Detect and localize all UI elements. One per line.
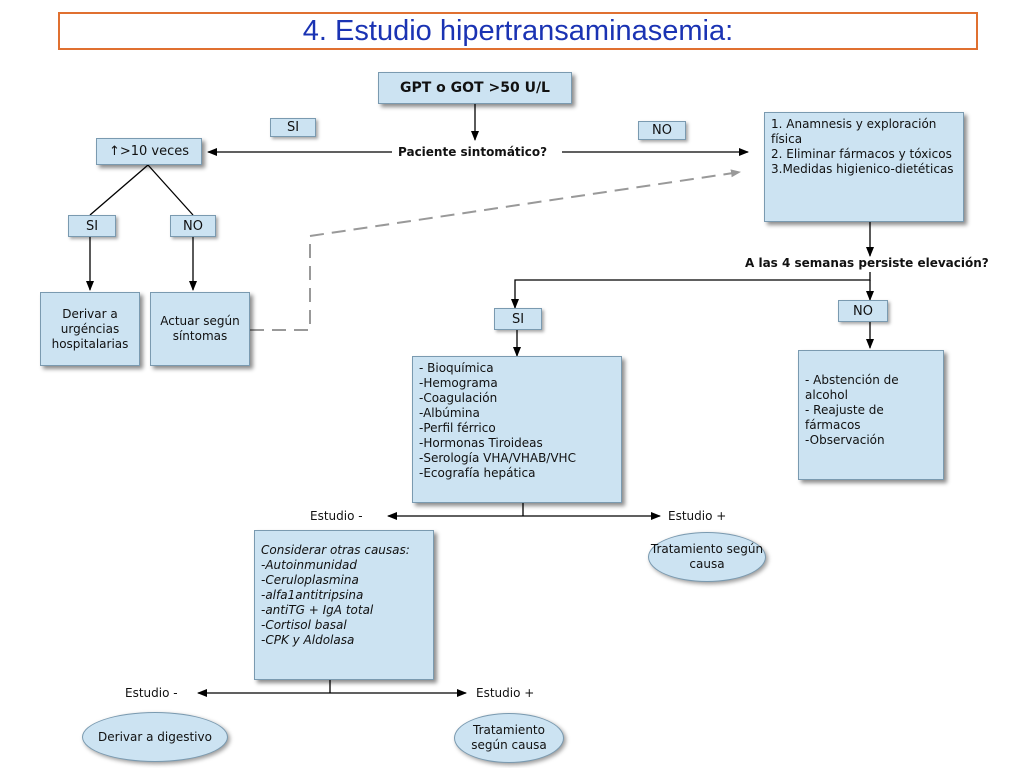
edge-label-si-top: SI xyxy=(270,118,316,137)
edge-label-si-left: SI xyxy=(68,215,116,237)
abstention-box: - Abstención de alcohol - Reajuste de fá… xyxy=(798,350,944,480)
edge-question4-to-si xyxy=(511,272,871,309)
edge-label-no-left: NO xyxy=(170,215,216,237)
edge-dashed-actuar-to-no-box xyxy=(250,169,741,331)
estudio-pos-2: Estudio + xyxy=(476,686,535,700)
other-causes-box: Considerar otras causas: -Autoinmunidad … xyxy=(254,530,434,680)
derivar-digestivo-ellipse: Derivar a digestivo xyxy=(82,712,228,762)
question-4-weeks: A las 4 semanas persiste elevación? xyxy=(745,256,989,270)
edge-label-no-top: NO xyxy=(638,121,686,140)
page-title: 4. Estudio hipertransaminasemia: xyxy=(302,14,734,47)
derivar-urgencias-node: Derivar a urgéncias hospitalarias xyxy=(40,292,140,366)
times10-node: ↑>10 veces xyxy=(96,138,202,165)
treatment-ellipse-2: Tratamiento según causa xyxy=(454,713,564,763)
start-node-label: GPT o GOT >50 U/L xyxy=(400,79,550,96)
actuar-sintomas-label: Actuar según síntomas xyxy=(160,314,240,343)
estudio-neg-1: Estudio - xyxy=(310,509,363,523)
question-symptomatic: Paciente sintomático? xyxy=(398,145,548,159)
edge-times10-to-si xyxy=(89,164,149,216)
derivar-digestivo-label: Derivar a digestivo xyxy=(98,729,212,744)
edge-times10-to-no xyxy=(147,164,194,216)
tests-box: - Bioquímica -Hemograma -Coagulación -Al… xyxy=(412,356,622,503)
treatment-ellipse-1: Tratamiento según causa xyxy=(648,532,766,582)
no-branch-box: 1. Anamnesis y exploración física 2. Eli… xyxy=(764,112,964,222)
edge-label-no-mid: NO xyxy=(838,300,888,322)
treatment-2-label: Tratamiento según causa xyxy=(471,723,547,752)
estudio-pos-1: Estudio + xyxy=(668,509,727,523)
actuar-sintomas-node: Actuar según síntomas xyxy=(150,292,250,366)
edge-label-si-mid: SI xyxy=(494,308,542,330)
title-box: 4. Estudio hipertransaminasemia: xyxy=(58,12,978,50)
estudio-neg-2: Estudio - xyxy=(125,686,178,700)
derivar-urgencias-label: Derivar a urgéncias hospitalarias xyxy=(51,306,129,351)
treatment-1-label: Tratamiento según causa xyxy=(650,542,764,571)
times10-label: ↑>10 veces xyxy=(108,144,190,159)
start-node: GPT o GOT >50 U/L xyxy=(378,72,572,104)
